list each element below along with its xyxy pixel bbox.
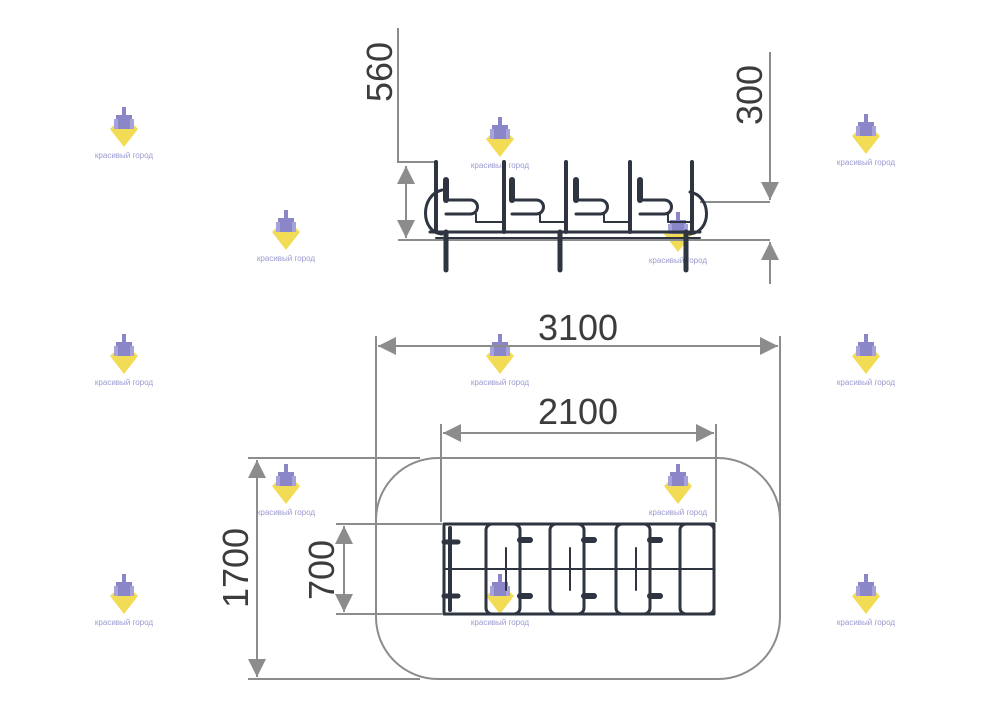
castle-heart-logo-icon (110, 107, 138, 147)
watermark-12: красивый город (471, 574, 529, 627)
watermark-text: красивый город (257, 508, 315, 517)
equipment-top (441, 522, 716, 616)
dimension-3100-label: 3100 (538, 307, 618, 348)
dimension-560-leader (397, 28, 438, 163)
dimension-1700-label: 1700 (215, 528, 256, 608)
watermark-text: красивый город (257, 254, 315, 263)
watermark-text: красивый город (471, 161, 529, 170)
watermark-3: красивый город (837, 114, 895, 167)
equipment-side (424, 160, 708, 273)
watermark-text: красивый город (649, 256, 707, 265)
castle-heart-logo-icon (110, 574, 138, 614)
dimension-300-label: 300 (729, 65, 770, 125)
watermark-text: красивый город (837, 618, 895, 627)
watermark-text: красивый город (471, 618, 529, 627)
watermark-4: красивый город (257, 210, 315, 263)
castle-heart-logo-icon (486, 334, 514, 374)
side-view: 560 300 (359, 28, 779, 284)
dimension-2100-label: 2100 (538, 391, 618, 432)
watermark-13: красивый город (837, 574, 895, 627)
castle-heart-logo-icon (272, 464, 300, 504)
watermark-6: красивый город (95, 334, 153, 387)
watermark-8: красивый город (837, 334, 895, 387)
watermark-11: красивый город (95, 574, 153, 627)
castle-heart-logo-icon (852, 574, 880, 614)
castle-heart-logo-icon (272, 210, 300, 250)
watermark-2: красивый город (471, 117, 529, 170)
watermark-5: красивый город (649, 212, 707, 265)
watermark-1: красивый город (95, 107, 153, 160)
watermark-10: красивый город (649, 464, 707, 517)
watermark-text: красивый город (471, 378, 529, 387)
watermark-7: красивый город (471, 334, 529, 387)
watermark-text: красивый город (837, 158, 895, 167)
dimension-560-label: 560 (359, 42, 400, 102)
castle-heart-logo-icon (486, 574, 514, 614)
castle-heart-logo-icon (664, 464, 692, 504)
watermark-text: красивый город (95, 618, 153, 627)
castle-heart-logo-icon (852, 114, 880, 154)
watermark-text: красивый город (649, 508, 707, 517)
watermark-9: красивый город (257, 464, 315, 517)
castle-heart-logo-icon (852, 334, 880, 374)
castle-heart-logo-icon (110, 334, 138, 374)
castle-heart-logo-icon (486, 117, 514, 157)
top-view: 3100 2100 1700 700 (215, 307, 781, 680)
watermark-layer: красивый город красивый город красивый г… (95, 107, 895, 627)
watermark-text: красивый город (95, 151, 153, 160)
watermark-text: красивый город (837, 378, 895, 387)
dimension-700-label: 700 (301, 540, 342, 600)
safety-zone-outline (375, 457, 781, 680)
watermark-text: красивый город (95, 378, 153, 387)
